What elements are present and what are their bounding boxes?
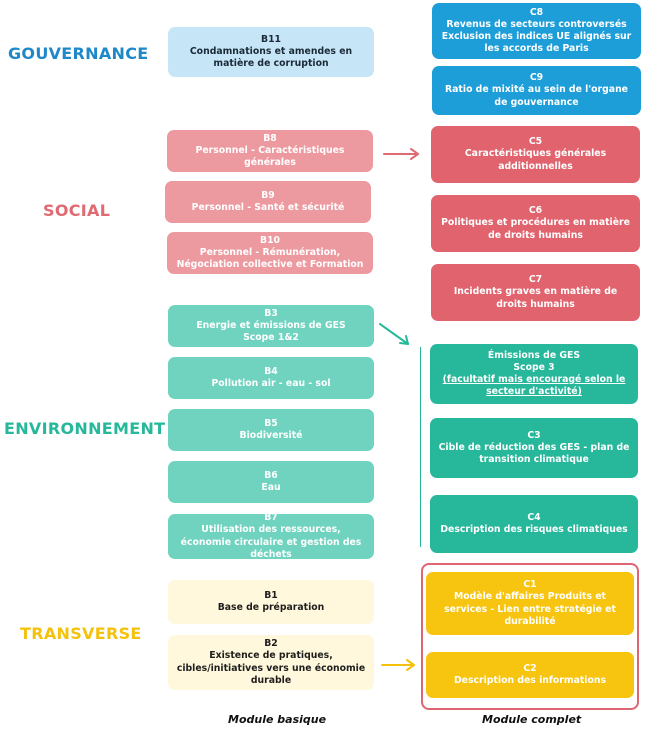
box-c9-code: C9 <box>529 72 544 84</box>
box-ges-note: (facultatif mais encouragé selon le sect… <box>442 374 626 398</box>
box-b7-desc: Utilisation des ressources, économie cir… <box>180 524 362 559</box>
box-b3-desc: Energie et émissions de GES Scope 1&2 <box>196 319 346 344</box>
module-basic-label: Module basique <box>228 713 327 726</box>
box-b5-desc: Biodiversité <box>239 430 303 441</box>
box-b1-desc: Base de préparation <box>217 602 325 613</box>
box-b4-desc: Pollution air - eau - sol <box>211 378 331 389</box>
box-c9-desc: Ratio de mixité au sein de l'organe de g… <box>445 84 628 108</box>
box-c8-desc: Revenus de secteurs controversés Exclusi… <box>441 18 632 55</box>
box-b11: B11 Condamnations et amendes en matière … <box>168 27 374 77</box>
box-b1-code: B1 <box>264 589 278 601</box>
category-social: SOCIAL <box>43 201 111 220</box>
box-b9: B9 Personnel - Santé et sécurité <box>165 181 371 223</box>
box-b9-code: B9 <box>261 189 275 201</box>
box-c2-desc: Description des informations <box>453 675 607 686</box>
box-c7: C7 Incidents graves en matière de droits… <box>431 264 640 321</box>
box-b9-desc: Personnel - Santé et sécurité <box>191 202 345 213</box>
transverse-frame <box>421 563 639 710</box>
arrow-environment-icon <box>379 323 409 345</box>
box-b10-desc: Personnel - Rémunération, Négociation co… <box>176 246 364 271</box>
box-b8-desc: Personnel - Caractéristiques générales <box>195 144 345 169</box>
box-ges-line2: Scope 3 <box>513 361 555 373</box>
box-b3-code: B3 <box>264 307 278 319</box>
box-ges-line1: Émissions de GES <box>487 349 581 361</box>
category-transverse: TRANSVERSE <box>20 624 142 643</box>
box-b5-code: B5 <box>264 417 278 429</box>
category-environnement: ENVIRONNEMENT <box>4 419 166 438</box>
box-b6: B6 Eau <box>168 461 374 503</box>
category-gouvernance: GOUVERNANCE <box>8 44 149 63</box>
environment-divider-line <box>420 347 421 547</box>
box-c4: C4 Description des risques climatiques <box>430 495 638 553</box>
box-b11-code: B11 <box>260 33 282 45</box>
box-b6-code: B6 <box>264 469 278 481</box>
box-c2: C2 Description des informations <box>426 652 634 698</box>
box-b3: B3 Energie et émissions de GES Scope 1&2 <box>168 305 374 347</box>
box-b7-code: B7 <box>264 514 278 524</box>
box-c6-code: C6 <box>528 205 543 217</box>
box-c6-desc: Politiques et procédures en matière de d… <box>441 217 630 241</box>
box-c1-code: C1 <box>523 579 537 591</box>
box-c5-code: C5 <box>528 136 543 148</box>
box-b7: B7 Utilisation des ressources, économie … <box>168 514 374 559</box>
box-c4-desc: Description des risques climatiques <box>440 524 628 535</box>
box-b8-code: B8 <box>263 132 277 144</box>
box-b5: B5 Biodiversité <box>168 409 374 451</box>
box-c2-code: C2 <box>523 662 537 674</box>
module-complete-label: Module complet <box>482 713 582 726</box>
box-b11-desc: Condamnations et amendes en matière de c… <box>189 45 353 70</box>
box-c1: C1 Modèle d'affaires Produits et service… <box>426 572 634 635</box>
arrow-transverse-icon <box>381 659 415 671</box>
box-b10-code: B10 <box>259 234 281 246</box>
arrow-social-icon <box>383 148 419 160</box>
box-ges-scope3: Émissions de GES Scope 3 (facultatif mai… <box>430 344 638 404</box>
box-c8: C8 Revenus de secteurs controversés Excl… <box>432 3 641 59</box>
box-b4-code: B4 <box>264 365 278 377</box>
box-c4-code: C4 <box>527 511 541 523</box>
box-b6-desc: Eau <box>261 482 281 493</box>
box-b10: B10 Personnel - Rémunération, Négociatio… <box>167 232 373 274</box>
box-c6: C6 Politiques et procédures en matière d… <box>431 195 640 252</box>
box-b8: B8 Personnel - Caractéristiques générale… <box>167 130 373 172</box>
box-c1-desc: Modèle d'affaires Produits et services -… <box>444 591 616 627</box>
box-c5: C5 Caractéristiques générales additionne… <box>431 126 640 183</box>
box-c7-desc: Incidents graves en matière de droits hu… <box>453 286 618 310</box>
box-b4: B4 Pollution air - eau - sol <box>168 357 374 399</box>
box-b2-code: B2 <box>264 638 278 650</box>
box-c7-code: C7 <box>528 274 543 286</box>
box-c3-code: C3 <box>527 429 541 441</box>
box-c9: C9 Ratio de mixité au sein de l'organe d… <box>432 66 641 115</box>
box-c8-code: C8 <box>529 6 544 18</box>
box-b2-desc: Existence de pratiques, cibles/initiativ… <box>176 650 366 686</box>
box-c5-desc: Caractéristiques générales additionnelle… <box>464 148 607 172</box>
box-b2: B2 Existence de pratiques, cibles/initia… <box>168 635 374 690</box>
box-b1: B1 Base de préparation <box>168 580 374 624</box>
box-c3: C3 Cible de réduction des GES - plan de … <box>430 418 638 478</box>
box-c3-desc: Cible de réduction des GES - plan de tra… <box>438 441 630 466</box>
